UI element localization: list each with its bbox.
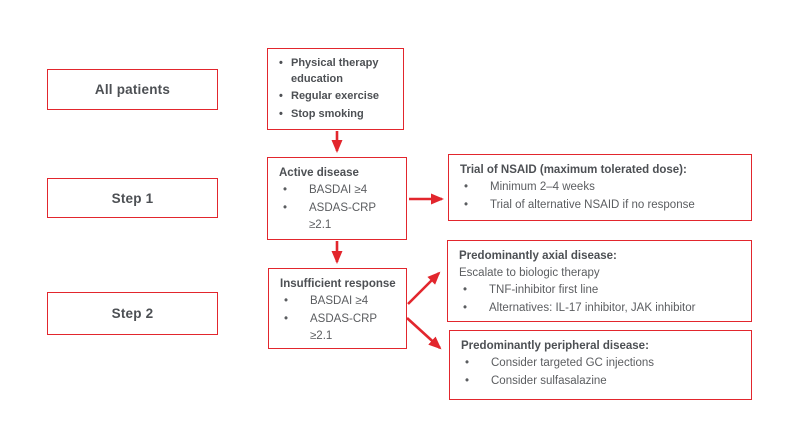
- list-item: Alternatives: IL-17 inhibitor, JAK inhib…: [459, 300, 741, 318]
- stage-box-all-patients: All patients: [47, 69, 218, 110]
- list-item: Trial of alternative NSAID if no respons…: [460, 197, 741, 215]
- list-item: Minimum 2–4 weeks: [460, 179, 741, 197]
- list-item: Physical therapy education: [279, 56, 393, 87]
- stage-box-step1: Step 1: [47, 178, 218, 218]
- arrow-insufficient-to-peripheral: [406, 317, 442, 350]
- stage-label-step2: Step 2: [111, 306, 154, 321]
- list-item: Stop smoking: [279, 107, 393, 123]
- stage-label-step1: Step 1: [111, 190, 154, 206]
- box-title: Active disease: [279, 167, 359, 179]
- axial-bullet-list: TNF-inhibitor first line Alternatives: I…: [459, 282, 741, 317]
- list-item: TNF-inhibitor first line: [459, 282, 741, 300]
- list-item: ASDAS-CRP ≥2.1: [279, 200, 396, 235]
- box-subtitle: Escalate to biologic therapy: [459, 267, 600, 279]
- list-item: Consider sulfasalazine: [461, 373, 741, 391]
- box-title: Trial of NSAID (maximum tolerated dose):: [460, 164, 687, 176]
- lifestyle-box: Physical therapy education Regular exerc…: [267, 48, 404, 130]
- insufficient-response-box: Insufficient response BASDAI ≥4 ASDAS-CR…: [268, 268, 407, 349]
- nsaid-box: Trial of NSAID (maximum tolerated dose):…: [448, 154, 752, 221]
- list-item: Regular exercise: [279, 89, 393, 105]
- box-title: Predominantly peripheral disease:: [461, 340, 649, 352]
- insufficient-response-bullet-list: BASDAI ≥4 ASDAS-CRP ≥2.1: [280, 293, 396, 346]
- box-title: Predominantly axial disease:: [459, 250, 617, 262]
- arrow-insufficient-to-axial: [407, 271, 441, 305]
- list-item: ASDAS-CRP ≥2.1: [280, 311, 396, 346]
- stage-label-all-patients: All patients: [94, 82, 171, 97]
- list-item: Consider targeted GC injections: [461, 355, 741, 373]
- peripheral-disease-box: Predominantly peripheral disease: Consid…: [449, 330, 752, 400]
- lifestyle-bullet-list: Physical therapy education Regular exerc…: [279, 56, 393, 122]
- stage-box-step2: Step 2: [47, 292, 218, 335]
- peripheral-bullet-list: Consider targeted GC injections Consider…: [461, 355, 741, 390]
- nsaid-bullet-list: Minimum 2–4 weeks Trial of alternative N…: [460, 179, 741, 214]
- box-title: Insufficient response: [280, 278, 396, 290]
- axial-disease-box: Predominantly axial disease: Escalate to…: [447, 240, 752, 322]
- list-item: BASDAI ≥4: [280, 293, 396, 311]
- active-disease-bullet-list: BASDAI ≥4 ASDAS-CRP ≥2.1: [279, 182, 396, 235]
- list-item: BASDAI ≥4: [279, 182, 396, 200]
- active-disease-box: Active disease BASDAI ≥4 ASDAS-CRP ≥2.1: [267, 157, 407, 240]
